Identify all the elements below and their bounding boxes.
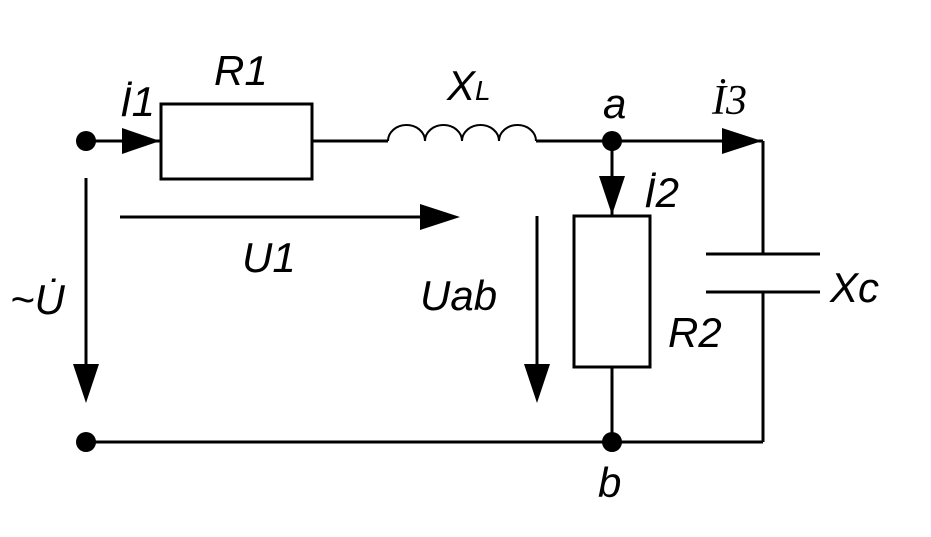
input-terminal-bottom xyxy=(76,432,96,452)
label-i2: İ2 xyxy=(644,169,679,216)
label-r2: R2 xyxy=(668,309,722,356)
label-r1: R1 xyxy=(214,47,268,94)
source-voltage-arrow-head xyxy=(73,364,99,403)
label-u1: U1 xyxy=(242,234,296,281)
resistor-r2 xyxy=(572,214,652,369)
label-xl: XL xyxy=(446,62,491,109)
resistor-r1 xyxy=(159,102,314,181)
label-i3: İ3 xyxy=(711,78,747,124)
current-i3-arrow xyxy=(722,128,762,154)
input-terminal-top xyxy=(76,131,96,151)
label-i1: İ1 xyxy=(120,78,155,125)
node-b-dot xyxy=(602,432,622,452)
current-i1-arrow xyxy=(122,128,160,154)
label-node-a: a xyxy=(603,80,626,127)
uab-arrow-head xyxy=(524,364,550,403)
label-uab: Uab xyxy=(420,272,497,319)
label-source-voltage: ~U̇ xyxy=(10,276,66,323)
label-xl-main: X xyxy=(446,62,477,109)
node-a-dot xyxy=(602,131,622,151)
u1-arrow-head xyxy=(420,204,460,230)
label-xc: Xc xyxy=(829,264,879,311)
label-xl-sub: L xyxy=(475,75,491,106)
inductor-xl xyxy=(387,124,537,142)
label-node-b: b xyxy=(598,459,621,506)
current-i2-arrow xyxy=(599,176,625,215)
